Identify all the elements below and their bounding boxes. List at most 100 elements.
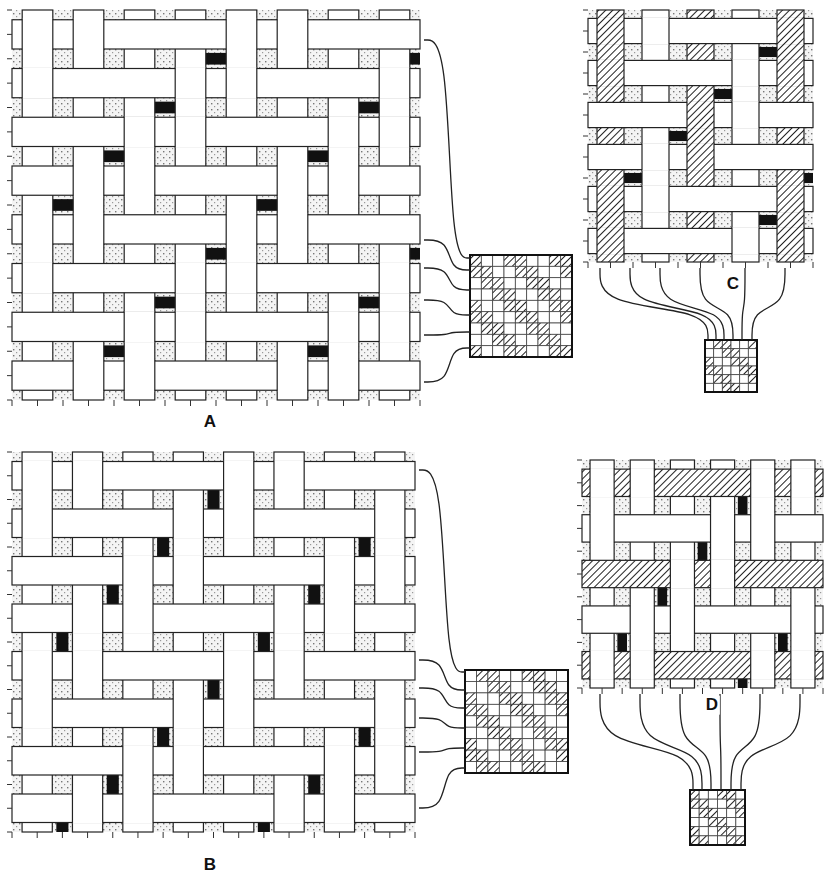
weave-element [748, 383, 757, 392]
weave-element [488, 716, 499, 727]
weave-element [557, 670, 568, 681]
weave-element [642, 17, 669, 44]
weave-element [823, 688, 824, 694]
weave-element [476, 762, 487, 773]
weave-element [424, 40, 470, 258]
weave-element [88, 400, 89, 406]
weave-element [583, 10, 588, 11]
weave-element [419, 660, 465, 690]
weave-element [774, 468, 775, 497]
weave-element [708, 818, 717, 827]
weave-element [273, 793, 274, 824]
weave-element [73, 19, 74, 50]
weave-element [73, 214, 104, 245]
weave-element [256, 263, 257, 294]
weave-element [72, 793, 102, 824]
weave-element [538, 266, 549, 277]
weave-element [790, 262, 791, 268]
leader-lines [600, 694, 800, 790]
weave-element [404, 746, 405, 777]
weave-element [557, 739, 568, 750]
weave-element [7, 180, 12, 181]
weave-element [782, 688, 783, 694]
weave-element [802, 688, 803, 694]
weave-element [328, 311, 359, 342]
weave-element [12, 264, 420, 293]
weave-element [699, 827, 708, 836]
weave-element [561, 300, 572, 311]
weave-element [465, 727, 476, 738]
weave-element [256, 19, 257, 50]
weave-element [476, 716, 487, 727]
weave-element [173, 746, 174, 777]
weave-element [614, 651, 615, 680]
weave-element [678, 262, 679, 268]
weave-element [163, 832, 164, 838]
weave-element [722, 340, 731, 349]
weave-element [7, 475, 12, 476]
weave-element [597, 227, 624, 254]
weave-element [273, 603, 274, 634]
weave-element [124, 360, 125, 391]
weave-element [577, 619, 582, 620]
weave-element [690, 808, 699, 817]
weave-element [538, 346, 549, 357]
weave-element [424, 240, 470, 270]
weave-element [549, 323, 560, 334]
weave-element [493, 289, 504, 300]
weave-element [699, 808, 708, 817]
weave-element [790, 605, 791, 634]
weave-element [515, 346, 526, 357]
weave-element [740, 357, 749, 366]
weave-element [545, 681, 556, 692]
weave-element [690, 827, 699, 836]
weave-element [21, 698, 22, 729]
weave-element [727, 808, 736, 817]
weave-element [515, 289, 526, 300]
weave-element [561, 289, 572, 300]
weave-element [655, 262, 656, 268]
weave-element [253, 461, 254, 492]
weave-element [22, 461, 52, 492]
weave-element [37, 832, 38, 838]
weave-element [522, 727, 533, 738]
weave-element [375, 746, 405, 777]
weave-element [708, 836, 717, 845]
weave-element [583, 73, 588, 74]
weave-element [534, 727, 545, 738]
weave-element [175, 311, 176, 342]
weave-element [758, 59, 759, 86]
weave-element [404, 556, 405, 587]
weave-element [152, 556, 153, 587]
weave-element [481, 255, 492, 266]
weave-element [768, 262, 769, 268]
weave-element [7, 832, 12, 833]
weave-element [223, 698, 224, 729]
weave-element [375, 452, 405, 832]
weave-element [732, 59, 759, 86]
weave-element [12, 117, 420, 146]
weave-element [731, 357, 740, 366]
weave-element [758, 101, 759, 128]
weave-element [123, 793, 153, 824]
weave-element [415, 832, 416, 838]
weave-element [493, 334, 504, 345]
weave-element [103, 165, 104, 196]
weave-element [205, 116, 206, 147]
weave-element [22, 263, 23, 294]
weave-element [557, 716, 568, 727]
weave-element [668, 17, 669, 44]
weave-element [582, 688, 583, 694]
weave-element [175, 68, 176, 99]
weave-element [642, 688, 643, 694]
weave-element [527, 300, 538, 311]
weave-element [307, 360, 308, 391]
weave-element [12, 10, 420, 400]
weave-element [470, 312, 481, 323]
weave-element [522, 704, 533, 715]
weave-element [493, 278, 504, 289]
weave-element [304, 793, 305, 824]
weave-element [731, 383, 740, 392]
weave-element [12, 699, 415, 728]
weave-element [223, 651, 224, 682]
